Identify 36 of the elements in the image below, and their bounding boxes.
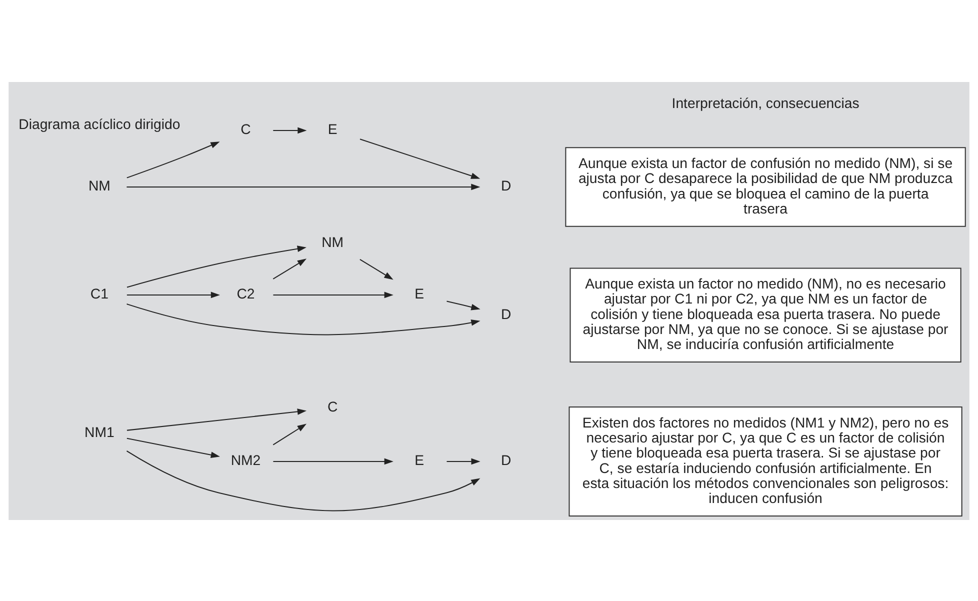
node-text: NM1 <box>84 423 114 440</box>
arrow <box>272 423 307 445</box>
arrow <box>273 126 307 134</box>
node-text: E <box>414 285 424 302</box>
arrow <box>273 291 394 298</box>
arrow <box>126 303 480 335</box>
node-text: E <box>414 452 424 468</box>
node-text: D <box>501 452 512 468</box>
node-text: D <box>501 177 512 194</box>
node-text: C2 <box>236 285 255 302</box>
node-text: C <box>327 398 338 414</box>
arrow <box>126 245 306 288</box>
arrow <box>273 458 394 464</box>
node-text: NM <box>322 234 344 250</box>
arrow <box>126 450 480 511</box>
node-text: NM <box>88 177 110 194</box>
arrow <box>360 258 394 280</box>
node-text: E <box>328 120 338 137</box>
node-text: NM2 <box>230 452 261 468</box>
node-text: D <box>501 305 512 322</box>
node-text: C1 <box>90 285 108 302</box>
arrow <box>126 437 220 458</box>
arrow <box>272 258 307 279</box>
arrow <box>126 291 220 298</box>
node-box: Aunque exista un factor no medido (NM), no es necesario ajustar por C1 ni por C2, ya que NM es un factor de colisión y tiene bloqueada esa puerta trasera. No puede ajustarse por NM, ya que no se conoce. Si se ajustase por NM, se induciría confusión artificialmente <box>570 267 962 362</box>
arrow <box>126 408 307 430</box>
arrow <box>446 458 480 464</box>
arrow <box>360 138 480 178</box>
arrow <box>126 183 480 190</box>
node-box: Aunque exista un factor de confusión no medido (NM), si se ajusta por C desaparece la posibilidad de que NM produzca confusión, ya que se bloquea el camino de la puerta trasera <box>565 146 966 226</box>
label: Interpretación, consecuencias <box>672 94 860 110</box>
arrow <box>446 300 480 310</box>
label: Diagrama acíclico dirigido <box>18 116 180 132</box>
node-text: C <box>240 120 251 137</box>
arrow <box>126 141 220 178</box>
node-box: Existen dos factores no medidos (NM1 y NM2), pero no es necesario ajustar por C, ya que C es un factor de colisión y tiene bloqueada esa puerta trasera. Si se ajustase por C, se estaría induciendo confusión artificialmente. En esta situación los métodos convencionales son peligrosos: inducen confusión <box>568 406 962 516</box>
